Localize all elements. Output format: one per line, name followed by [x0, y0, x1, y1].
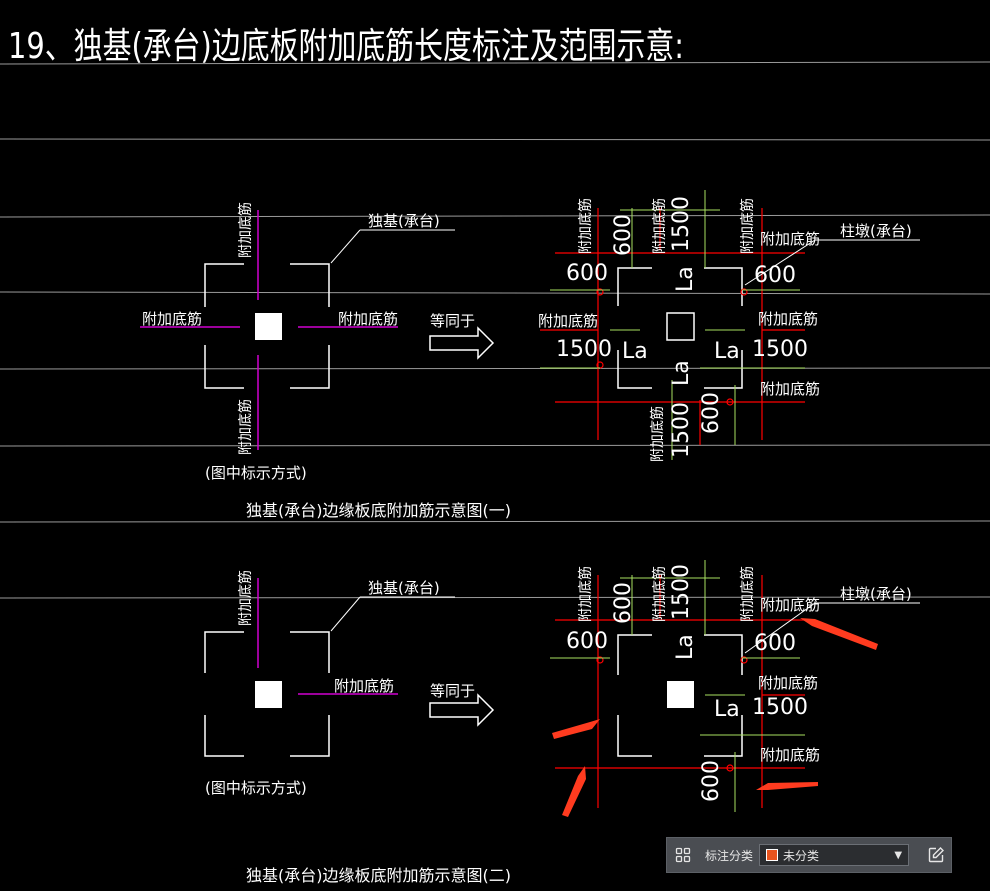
grid-view-button[interactable]: [667, 837, 699, 873]
dim-600: 600: [754, 263, 796, 288]
dim-1500: 1500: [752, 695, 808, 720]
fig1-left-outline: [204, 263, 330, 389]
fig2-right-plan: 柱墩(承台) 附加底筋 附加底筋 附加底筋 附加底筋 附加底筋 附加底筋 600…: [550, 560, 920, 812]
label-extra-bar: 附加底筋: [760, 230, 820, 248]
label-extra-bar: 附加底筋: [758, 674, 818, 692]
annotation-arrow: [562, 766, 586, 817]
label-extra-bar-bottom: 附加底筋: [237, 399, 254, 455]
dim-la: La: [622, 339, 648, 364]
label-extra-bar: 附加底筋: [739, 566, 756, 622]
label-extra-bar-right: 附加底筋: [338, 310, 398, 328]
category-select-value: 未分类: [783, 848, 820, 863]
annotation-arrow: [552, 719, 600, 739]
dim-600: 600: [566, 629, 608, 654]
label-notation: (图中标示方式): [205, 779, 307, 797]
label-base: 独基(承台): [368, 212, 440, 230]
label-extra-bar: 附加底筋: [739, 198, 756, 254]
dim-600: 600: [566, 261, 608, 286]
dim-la: La: [669, 360, 694, 386]
label-equals: 等同于: [430, 682, 475, 700]
extra-bars-magenta: [140, 210, 398, 450]
column-square: [255, 313, 282, 340]
dim-600: 600: [611, 214, 636, 256]
label-extra-bar: 附加底筋: [538, 312, 598, 330]
background-grid-lines: [0, 61, 990, 599]
label-extra-bar: 附加底筋: [237, 570, 254, 626]
edit-icon: [928, 847, 944, 863]
chevron-down-icon: ▼: [894, 849, 903, 861]
label-extra-bar: 附加底筋: [760, 596, 820, 614]
page-title: 19、独基(承台)边底板附加底筋长度标注及范围示意:: [8, 26, 684, 67]
dim-1500: 1500: [669, 196, 694, 252]
label-extra-bar: 附加底筋: [651, 198, 668, 254]
dim-la: La: [673, 266, 698, 292]
dim-1500: 1500: [556, 337, 612, 362]
annotation-arrows: [552, 618, 878, 817]
dim-la: La: [714, 697, 740, 722]
label-column: 柱墩(承台): [840, 585, 912, 603]
label-extra-bar-left: 附加底筋: [142, 310, 202, 328]
label-notation: (图中标示方式): [205, 464, 307, 482]
label-extra-bar: 附加底筋: [758, 310, 818, 328]
caption-fig1: 独基(承台)边缘板底附加筋示意图(一): [246, 501, 511, 520]
label-extra-bar: 附加底筋: [577, 566, 594, 622]
annotation-arrow: [800, 618, 878, 650]
column-square-outline: [666, 312, 695, 341]
label-equals: 等同于: [430, 312, 475, 330]
annotation-arrow: [756, 782, 818, 790]
label-extra-bar-top: 附加底筋: [237, 202, 254, 258]
dim-1500: 1500: [752, 337, 808, 362]
edit-button[interactable]: [921, 837, 951, 873]
label-extra-bar: 附加底筋: [334, 677, 394, 695]
annotation-category-toolbar: 标注分类 未分类 ▼: [666, 837, 952, 873]
dim-1500: 1500: [669, 564, 694, 620]
column-square: [255, 681, 282, 708]
label-column: 柱墩(承台): [840, 222, 912, 240]
label-extra-bar: 附加底筋: [649, 406, 666, 462]
caption-fig2: 独基(承台)边缘板底附加筋示意图(二): [246, 866, 511, 885]
fig1-right-plan: 柱墩(承台) 附加底筋 附加底筋 附加底筋 附加底筋 附加底筋 附加底筋 附加底…: [538, 190, 920, 462]
dim-la: La: [714, 339, 740, 364]
column-square: [667, 681, 694, 708]
label-extra-bar: 附加底筋: [760, 380, 820, 398]
label-base: 独基(承台): [368, 579, 440, 597]
dim-600: 600: [699, 760, 724, 802]
fig2-equals-arrow: 等同于: [429, 682, 495, 727]
category-color-swatch: [766, 849, 779, 861]
grid-icon: [675, 847, 691, 863]
fig1-equals-arrow: 等同于: [429, 312, 495, 360]
dim-1500: 1500: [669, 402, 694, 458]
category-label: 标注分类: [705, 848, 754, 863]
label-extra-bar: 附加底筋: [577, 198, 594, 254]
category-select[interactable]: 未分类 ▼: [759, 844, 910, 866]
fig2-left-plan: 独基(承台) 附加底筋 附加底筋 (图中标示方式): [204, 570, 455, 797]
fig1-left-plan: 独基(承台) 附加底筋 附加底筋 附加底筋 附加底筋 (图中标示方式): [140, 202, 455, 482]
label-extra-bar: 附加底筋: [760, 746, 820, 764]
label-extra-bar: 附加底筋: [651, 566, 668, 622]
dim-600: 600: [611, 582, 636, 624]
dim-600: 600: [754, 631, 796, 656]
dim-600: 600: [699, 392, 724, 434]
dim-la: La: [673, 634, 698, 660]
